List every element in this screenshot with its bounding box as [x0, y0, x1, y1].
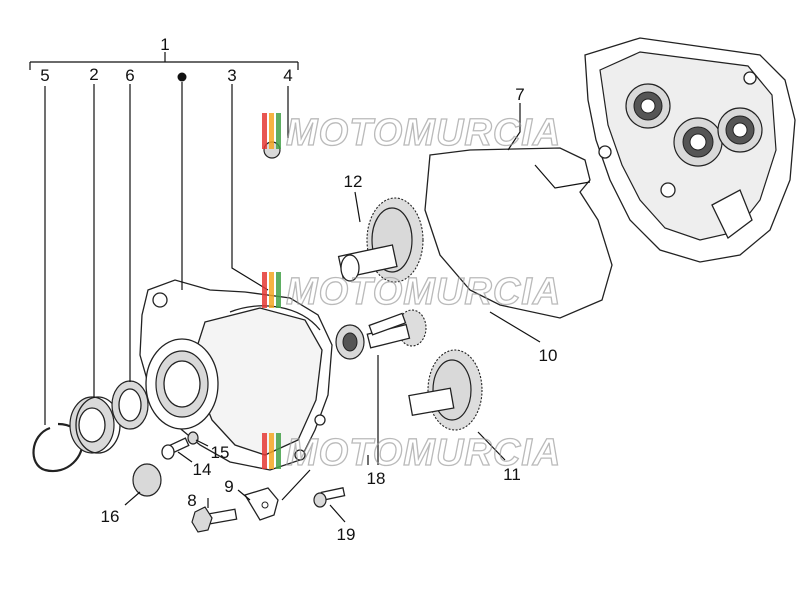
watermark-middle: MOTOMURCIA	[262, 270, 561, 314]
shaft-pin	[368, 312, 407, 336]
washer-15	[187, 431, 199, 445]
watermark-stripe-orange	[269, 433, 274, 469]
cover-housing	[139, 279, 333, 471]
callout-16: 16	[101, 507, 120, 526]
bearing-small	[335, 324, 365, 360]
transmission-housing	[584, 37, 796, 263]
callout-12: 12	[344, 172, 363, 191]
callout-2: 2	[89, 65, 98, 84]
callout-9: 9	[224, 477, 233, 496]
screw-19	[313, 487, 346, 508]
callouts: 1 5 2 6 3 4 7 12 10 11 18 15 14 16 9 8 1…	[40, 35, 557, 544]
housing-bearing-middle	[673, 117, 723, 167]
callout-3: 3	[227, 66, 236, 85]
watermark-stripe-red	[262, 433, 267, 469]
gasket	[424, 147, 613, 319]
callout-8: 8	[187, 491, 196, 510]
gear-shaft-12	[337, 197, 424, 283]
watermark-stripe-red	[262, 272, 267, 308]
watermark-bottom: MOTOMURCIA	[262, 431, 561, 475]
watermark-text: MOTOMURCIA	[286, 271, 561, 313]
watermark-stripe-orange	[269, 272, 274, 308]
callout-10: 10	[539, 346, 558, 365]
bearing	[69, 396, 121, 454]
watermark-stripe-red	[262, 113, 267, 149]
seal-ring	[111, 380, 149, 430]
callout-18: 18	[367, 469, 386, 488]
bolt-8	[191, 506, 238, 533]
watermark-top: MOTOMURCIA	[262, 111, 561, 155]
watermark-text: MOTOMURCIA	[286, 112, 561, 154]
watermark-stripe-green	[276, 433, 281, 469]
callout-7: 7	[515, 85, 524, 104]
small-gear-18	[366, 309, 427, 349]
bolt-14	[161, 437, 190, 460]
watermark-stripe-green	[276, 272, 281, 308]
callout-14: 14	[193, 460, 212, 479]
callout-15: 15	[211, 443, 230, 462]
plug-cap	[132, 463, 162, 497]
housing-bearing-right	[717, 107, 763, 153]
watermark-stripe-orange	[269, 113, 274, 149]
gear-shaft-11	[408, 349, 483, 431]
callout-4: 4	[283, 66, 292, 85]
callout-11: 11	[503, 465, 521, 484]
callout-1: 1	[160, 35, 169, 54]
watermark-stripe-green	[276, 113, 281, 149]
callout-6: 6	[125, 66, 134, 85]
leader-lines	[29, 52, 541, 523]
watermark-text: MOTOMURCIA	[286, 432, 561, 474]
callout-5: 5	[40, 66, 49, 85]
callout-19: 19	[337, 525, 356, 544]
bracket-9	[244, 487, 279, 521]
housing-bearing-left	[625, 83, 671, 129]
